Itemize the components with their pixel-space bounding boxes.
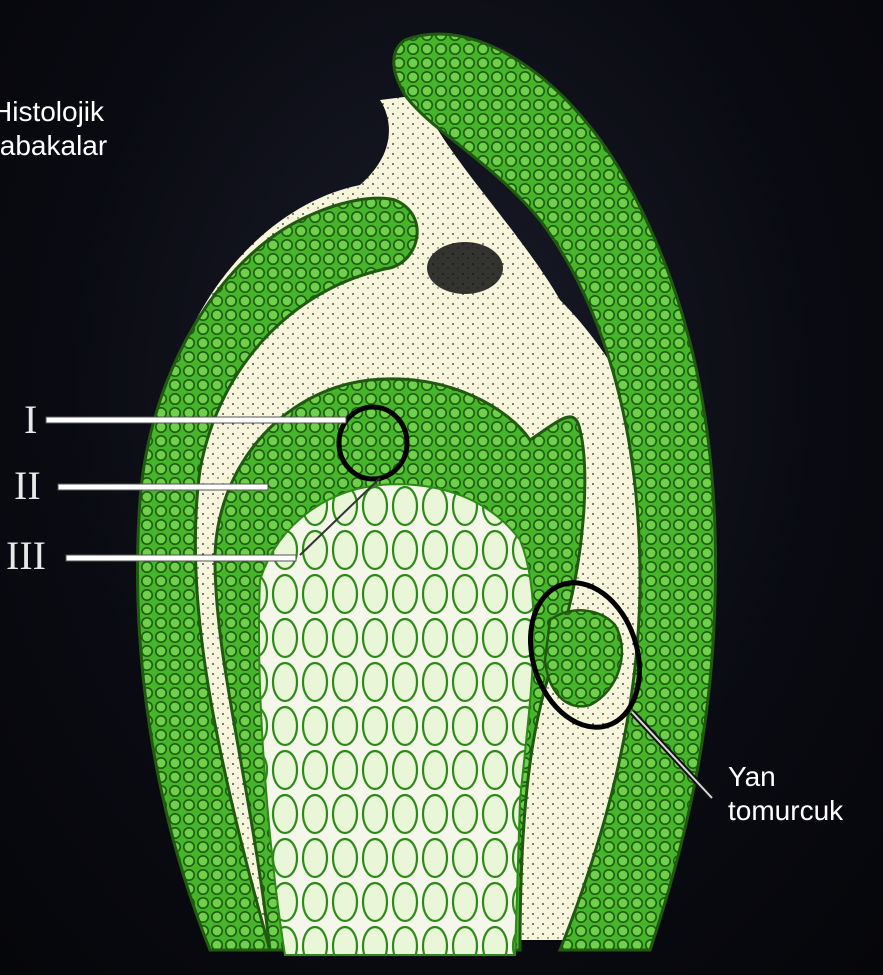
yan-line-2: tomurcuk	[728, 794, 843, 828]
layer-2-label: II	[14, 466, 41, 506]
lateral-bud-label: Yan tomurcuk	[728, 760, 843, 828]
histolojik-line-1: Histolojik	[0, 95, 107, 129]
histological-layers-label: Histolojik tabakalar	[0, 95, 107, 163]
layer-2-pointer	[58, 484, 268, 490]
layer-1-label: I	[24, 400, 37, 440]
yan-line-1: Yan	[728, 760, 843, 794]
layer-3-pointer	[66, 555, 296, 561]
dark-stain	[427, 242, 503, 294]
layer-3-label: III	[6, 536, 46, 576]
histolojik-line-2: tabakalar	[0, 129, 107, 163]
layer-1-pointer	[46, 417, 346, 423]
